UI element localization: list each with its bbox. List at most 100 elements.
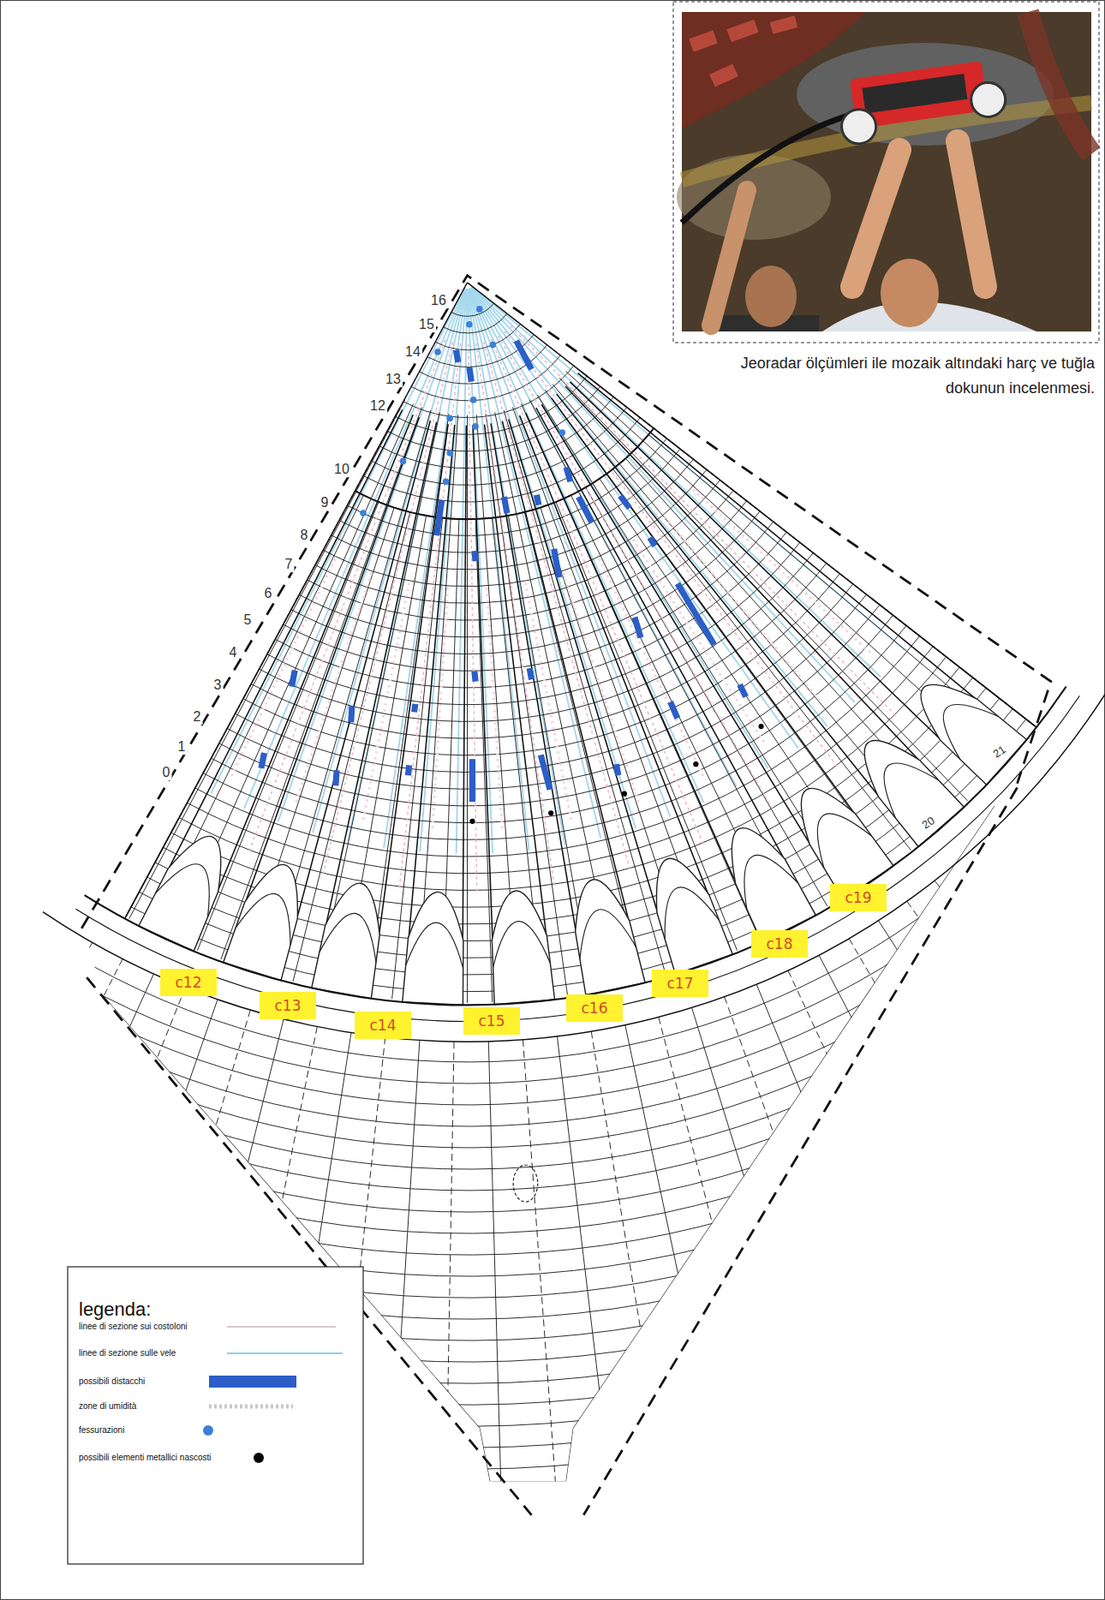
gpr-device [835, 58, 1010, 146]
window-opening [402, 891, 464, 1005]
legend-text: zone di umidità [78, 1401, 137, 1412]
column-label: c12 [175, 975, 203, 991]
radial-joint [475, 519, 493, 1003]
ring-number: 6 [262, 585, 275, 602]
pendentive-joint [0, 906, 35, 1306]
legend-moisture-sample [209, 1404, 293, 1410]
column-label: c19 [845, 890, 873, 906]
pendentive-joint [388, 1039, 420, 1525]
arm [957, 141, 986, 287]
column-label: c17 [667, 976, 694, 992]
ring-number: 7 [283, 556, 295, 573]
moisture-zone [229, 558, 335, 780]
rib-section-line [476, 343, 556, 890]
detachment-mark [351, 705, 353, 723]
pendentive-course [0, 543, 1105, 1127]
pendentive-joint [848, 938, 1094, 1359]
ring-number: 16 [429, 292, 448, 309]
pendentive-joint [788, 970, 994, 1411]
crack-dot [476, 305, 484, 313]
ring-line [443, 313, 508, 334]
pendentive-course [0, 556, 1105, 1170]
window-arch [319, 913, 377, 962]
metal-dot [758, 723, 764, 729]
rib-line [551, 398, 892, 866]
ring-number: 3 [212, 677, 224, 693]
rib-section-line [497, 335, 775, 813]
ring-number: 5 [242, 612, 254, 628]
detachment-mark [503, 496, 508, 514]
web-section-line [468, 288, 566, 846]
window-arch [235, 893, 291, 945]
window-arch [744, 854, 799, 908]
moisture-zone [525, 583, 572, 825]
detachment-mark [455, 350, 458, 363]
rib-line [556, 394, 919, 845]
mosaic-band [1027, 11, 1092, 155]
detachment-mark [516, 340, 532, 370]
metal-dot [621, 791, 628, 797]
ring-line [451, 303, 495, 317]
photo-caption: Jeoradar ölçümleri ile mozaik altındaki … [692, 351, 1095, 401]
ring-number: 10 [332, 461, 352, 478]
moisture-zone [562, 573, 640, 806]
window-opening [800, 788, 894, 900]
ring-line [435, 323, 520, 350]
detachment-mark [261, 752, 265, 769]
window-opening [311, 883, 380, 999]
rib-line [565, 386, 962, 807]
pendentive-joint [1057, 760, 1105, 1067]
head [745, 265, 797, 328]
mosaic-tile [726, 19, 759, 43]
window-arch [817, 813, 872, 869]
cornice-line [84, 686, 1067, 1005]
detachment-mark [634, 617, 641, 639]
rib-line [312, 422, 437, 986]
ring-line [427, 334, 534, 368]
radial-joint [466, 415, 468, 1004]
pendentive-course [0, 589, 1105, 1277]
window-arch [406, 922, 464, 968]
pendentive-joint [934, 880, 1105, 1264]
detachment-mark [292, 670, 296, 687]
pendentive-joint [556, 1036, 615, 1519]
ring-number: 13 [383, 371, 403, 388]
pendentive-joint [445, 1041, 454, 1528]
crack-dot [558, 429, 566, 437]
legend-frame [67, 1266, 364, 1565]
mosaic-tile [709, 63, 739, 87]
photo-frame [673, 1, 1100, 343]
window-opening [575, 879, 646, 996]
crack-dot [442, 477, 450, 485]
legend-text: fessurazioni [78, 1425, 125, 1436]
detachment-mark [670, 701, 678, 718]
pendentive-joint [1011, 812, 1105, 1151]
vault-edge [125, 282, 468, 920]
metal-dot [692, 761, 699, 767]
device-wheel [839, 107, 879, 146]
mosaic-tile [688, 29, 718, 52]
pendentive-joint [818, 955, 1045, 1386]
rib-line [519, 415, 732, 953]
ring-number: 4 [227, 645, 239, 661]
window-opening [491, 890, 555, 1005]
gpr-photo [673, 1, 1100, 343]
legend-swatch [209, 1375, 297, 1388]
rib-line [472, 425, 496, 1004]
ring-line [355, 428, 655, 520]
rib-section-line [510, 326, 898, 718]
pendentive-joint [961, 859, 1105, 1228]
web-section-line [210, 287, 465, 794]
window-arch [664, 887, 719, 940]
pendentive-joint [907, 901, 1105, 1297]
window-arch [579, 909, 637, 960]
ring-number: 8 [298, 527, 311, 544]
pendentive-course [0, 596, 1105, 1298]
cornice-line [42, 685, 1105, 1042]
window-opening [864, 740, 964, 847]
legend-text: linee di sezione sulle vele [78, 1348, 176, 1359]
detachment-mark [469, 367, 472, 383]
pendentive-edge [101, 806, 995, 1482]
detachment-mark [529, 668, 532, 680]
rib-line [569, 382, 986, 783]
